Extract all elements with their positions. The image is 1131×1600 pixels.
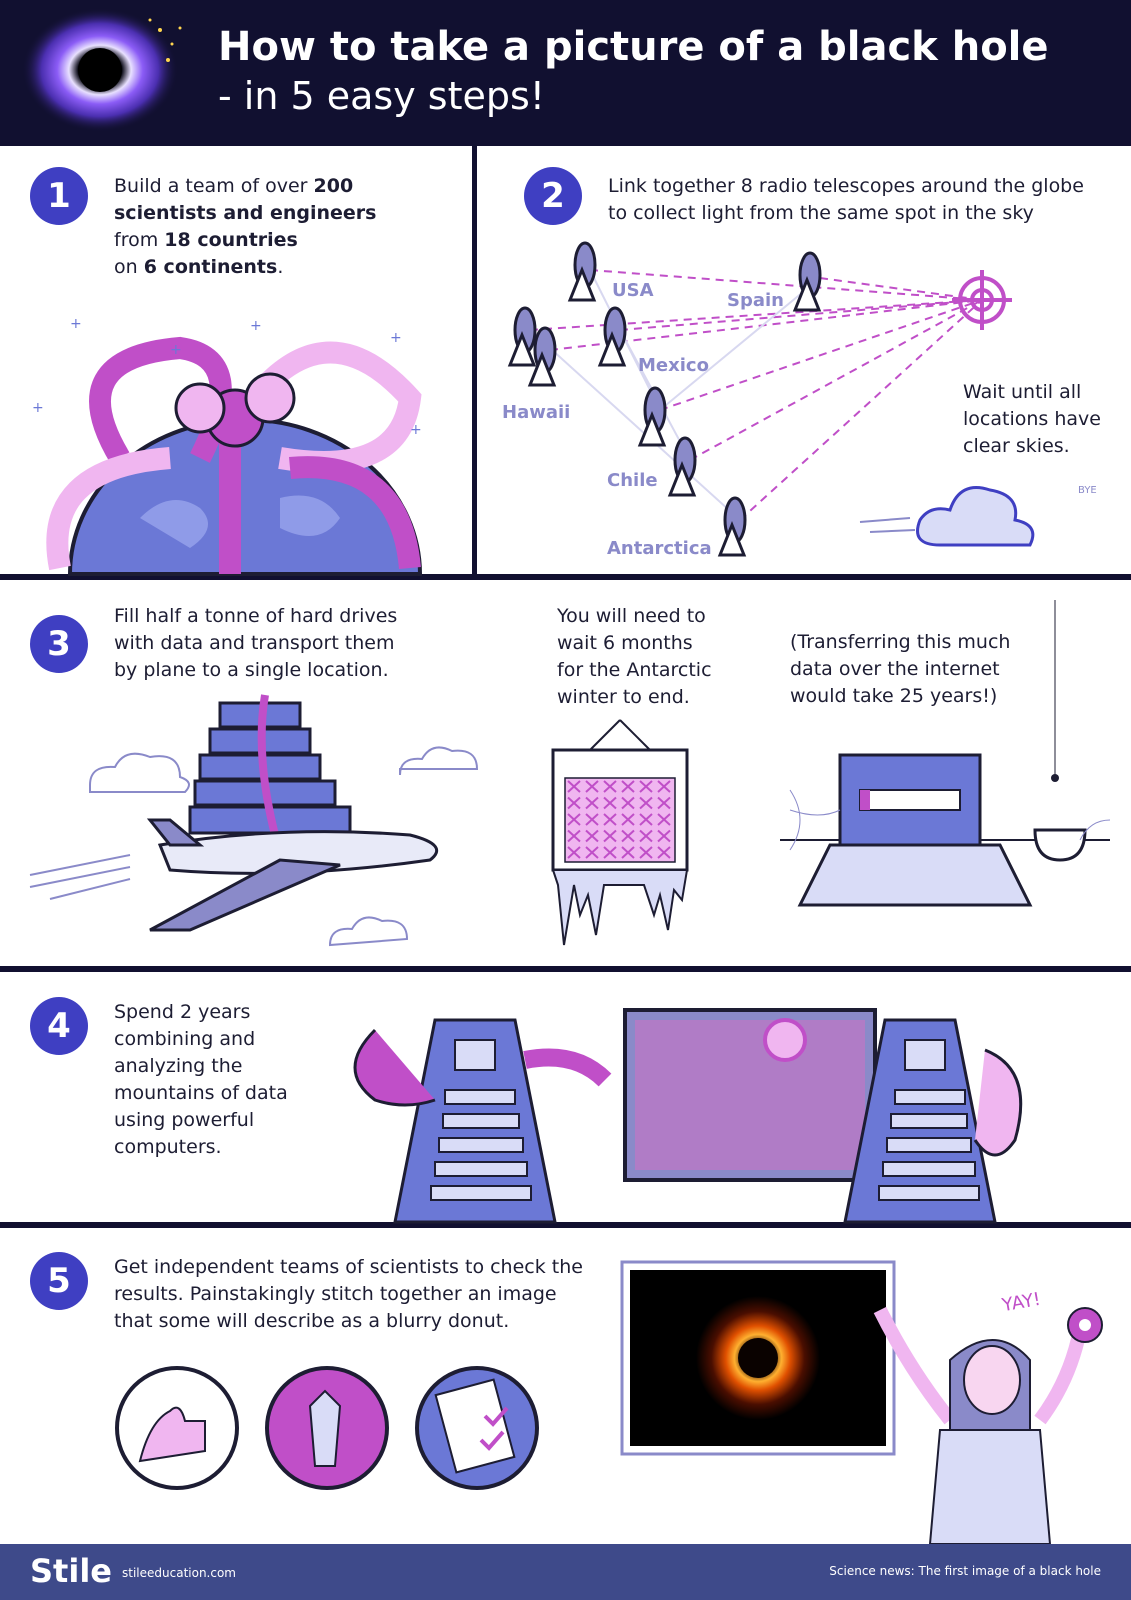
calendar-x-mark <box>621 796 635 810</box>
calendar-x-mark <box>657 780 671 793</box>
title-line-1: How to take a picture of a black hole <box>218 24 1049 70</box>
step-2-number: 2 <box>524 167 582 225</box>
location-chile: Chile <box>607 470 658 491</box>
calendar-x-mark <box>657 796 671 810</box>
footer-url[interactable]: stileeducation.com <box>122 1566 236 1580</box>
step-3-number: 3 <box>30 615 88 673</box>
svg-text:+: + <box>32 400 44 416</box>
black-hole-image <box>620 1260 896 1456</box>
calendar-x-mark <box>585 796 599 810</box>
location-hawaii: Hawaii <box>502 402 571 423</box>
calendar-x-mark <box>567 829 581 843</box>
divider-vertical <box>472 146 477 578</box>
divider-1 <box>0 574 1131 580</box>
step-5-number: 5 <box>30 1252 88 1310</box>
calendar-x-mark <box>603 846 617 859</box>
calendar-x-mark <box>639 846 653 859</box>
footer-news: Science news: The first image of a black… <box>829 1564 1101 1578</box>
telescope-network-illustration <box>507 241 1035 557</box>
scientist-illustration <box>873 1306 1103 1545</box>
calendar-x-mark <box>639 829 653 843</box>
calendar-x-mark <box>657 846 671 859</box>
title-line-2: - in 5 easy steps! <box>218 74 546 118</box>
frozen-calendar-illustration <box>551 719 689 946</box>
divider-2 <box>0 966 1131 972</box>
svg-text:+: + <box>170 342 182 358</box>
computers-analysis-illustration <box>353 1008 1023 1224</box>
calendar-x-mark <box>621 813 635 826</box>
laptop-progress-illustration <box>780 600 1111 907</box>
calendar-x-mark <box>603 796 617 810</box>
step-2-text: Link together 8 radio telescopes around … <box>608 175 1084 224</box>
svg-text:+: + <box>410 422 422 438</box>
header: How to take a picture of a black hole - … <box>0 0 1131 146</box>
calendar-x-mark <box>621 780 635 793</box>
black-hole-illustration <box>22 8 182 132</box>
footer: Stile stileeducation.com Science news: T… <box>0 1544 1131 1600</box>
calendar-x-mark <box>585 846 599 859</box>
calendar-x-mark <box>585 829 599 843</box>
location-usa: USA <box>612 280 654 301</box>
calendar-x-mark <box>585 813 599 826</box>
stile-logo[interactable]: Stile <box>30 1552 112 1590</box>
location-mexico: Mexico <box>638 355 709 376</box>
calendar-x-mark <box>621 846 635 859</box>
verification-icons <box>115 1366 539 1490</box>
step-5-text: Get independent teams of scientists to c… <box>114 1256 583 1332</box>
plane-hard-drives-illustration <box>29 694 479 947</box>
calendar-x-mark <box>657 813 671 826</box>
divider-3 <box>0 1222 1131 1228</box>
step-4-number: 4 <box>30 997 88 1055</box>
calendar-x-mark <box>567 796 581 810</box>
calendar-x-mark <box>603 780 617 793</box>
calendar-x-mark <box>639 780 653 793</box>
calendar-x-mark <box>639 796 653 810</box>
page-title: How to take a picture of a black hole - … <box>218 22 1049 120</box>
svg-text:+: + <box>250 318 262 334</box>
calendar-x-mark <box>567 780 581 793</box>
location-spain: Spain <box>727 290 784 311</box>
calendar-x-mark <box>567 846 581 859</box>
calendar-x-mark <box>603 813 617 826</box>
step-1-text: Build a team of over 200 scientists and … <box>114 175 377 278</box>
globe-hands-illustration: + + + + + + <box>32 316 423 576</box>
step-1-number: 1 <box>30 167 88 225</box>
calendar-x-mark <box>621 829 635 843</box>
svg-text:+: + <box>70 316 82 332</box>
cloud-bye-text: BYE <box>1078 485 1097 496</box>
svg-text:+: + <box>390 330 402 346</box>
location-antarctica: Antarctica <box>607 538 712 559</box>
calendar-x-mark <box>657 829 671 843</box>
calendar-x-mark <box>639 813 653 826</box>
calendar-x-mark <box>585 780 599 793</box>
calendar-x-mark <box>567 813 581 826</box>
calendar-x-mark <box>603 829 617 843</box>
